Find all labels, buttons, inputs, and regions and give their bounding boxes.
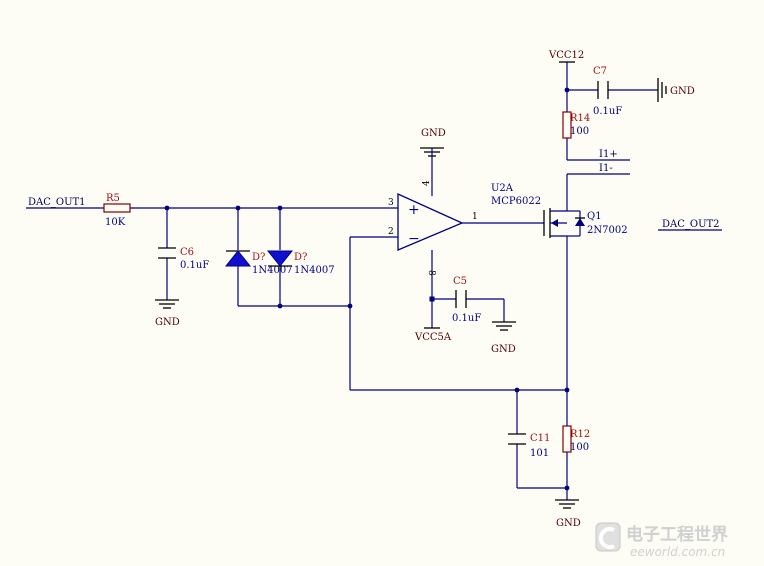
gnd-label-opamp: GND [421,128,446,139]
opamp-u2a: + − 3 2 1 4 8 U2A MCP6022 [388,180,541,276]
mosfet-q1: Q1 2N7002 [543,205,628,240]
pin-label-2: 2 [388,227,394,237]
d2-ref: D? [294,252,307,263]
pin-label-1: 1 [472,212,478,222]
c7-value: 0.1uF [593,106,622,117]
c5-value: 0.1uF [452,313,481,324]
gnd-label-c5: GND [491,344,516,355]
opamp-plus-sign: + [408,202,420,218]
u2a-ref: U2A [491,183,514,194]
resistor-r14: R14 100 [562,111,590,139]
junction-dots [164,87,570,491]
diode-d1: D? 1N4007 [224,250,293,276]
d2-value: 1N4007 [294,265,335,276]
r14-ref: R14 [570,113,590,124]
watermark-en: eeworld.com.cn [630,545,725,559]
watermark-cn: 电子工程世界 [626,524,728,545]
capacitor-c7: C7 0.1uF [593,66,622,117]
diode-d2: D? 1N4007 [266,250,335,276]
net-label-i1-minus: I1- [599,163,613,174]
c6-ref: C6 [180,247,194,258]
r5-value: 10K [105,217,126,228]
gnd-label-c6: GND [155,317,180,328]
c5-ref: C5 [453,276,467,287]
capacitor-c11: C11 101 [508,433,550,459]
r5-ref: R5 [106,193,120,204]
r12-ref: R12 [570,429,590,440]
watermark-logo: 电子工程世界 eeworld.com.cn [595,522,728,559]
pin-label-8: 8 [426,270,436,276]
resistor-r12: R12 100 [562,425,590,453]
net-label-dac-out1: DAC_OUT1 [28,197,86,208]
opamp-minus-sign: − [408,231,420,247]
gnd-label-main: GND [556,518,581,529]
wires [26,62,722,500]
net-label-dac-out2: DAC_OUT2 [662,219,720,230]
c7-ref: C7 [593,66,607,77]
gnd-symbol-main: GND [555,499,581,529]
d1-value: 1N4007 [252,265,293,276]
c11-value: 101 [530,448,549,459]
r14-value: 100 [570,126,589,137]
gnd-label-c7: GND [670,86,695,97]
net-label-i1-plus: I1+ [599,149,618,160]
gnd-symbol-c7: GND [657,78,695,102]
d1-ref: D? [252,252,265,263]
resistor-r5: R5 10K [103,193,131,228]
pin-label-4: 4 [422,180,432,186]
power-label-vcc12: VCC12 [548,50,584,61]
capacitor-c6: C6 0.1uF [158,247,209,271]
u2a-value: MCP6022 [491,196,541,207]
r12-value: 100 [570,442,589,453]
capacitor-c5: C5 0.1uF [452,276,481,324]
c11-ref: C11 [530,433,550,444]
gnd-symbol-c5: GND [491,321,516,355]
power-label-vcc5a: VCC5A [414,332,452,343]
q1-value: 2N7002 [587,225,628,236]
q1-ref: Q1 [587,211,602,222]
gnd-symbol-c6: GND [155,299,180,328]
gnd-symbol-opamp: GND [420,128,446,160]
c6-value: 0.1uF [180,260,209,271]
pin-label-3: 3 [388,198,394,208]
